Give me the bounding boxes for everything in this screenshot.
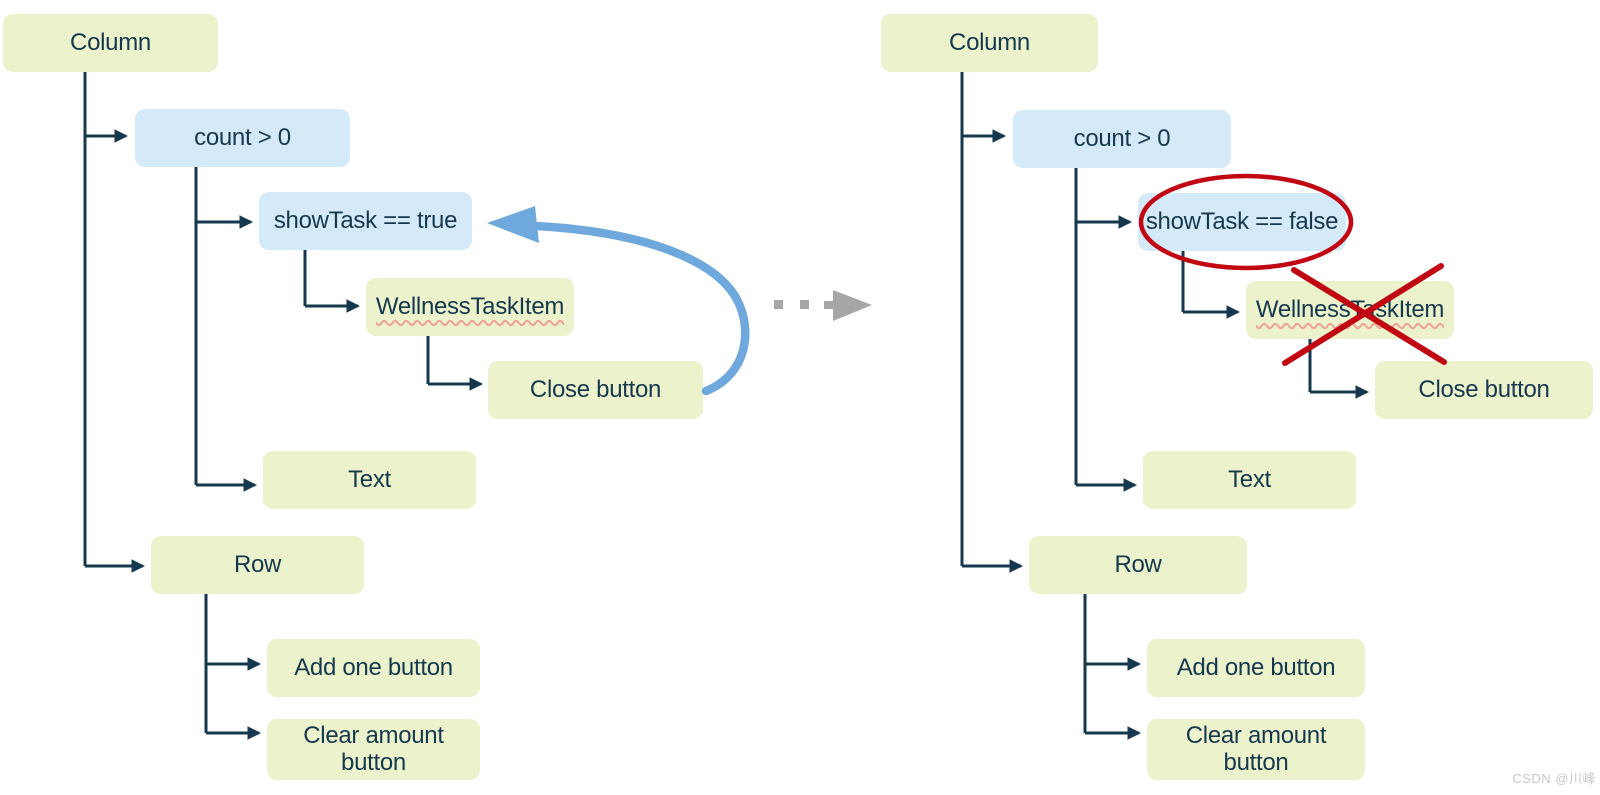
node-add-one-button-left: Add one button (267, 639, 480, 697)
node-label: Close button (529, 375, 662, 403)
node-label: Clear amount button (1185, 721, 1327, 776)
node-close-button-right: Close button (1375, 361, 1593, 419)
node-label: Add one button (294, 653, 453, 681)
node-showtask-condition-right: showTask == false (1138, 193, 1346, 251)
transition-arrow-icon (774, 290, 872, 321)
tree-connector-trunks-left (83, 72, 430, 733)
tree-connector-trunks-right (960, 72, 1312, 733)
node-text-right: Text (1143, 451, 1356, 509)
node-label: Column (949, 28, 1030, 56)
node-row-left: Row (151, 536, 364, 594)
node-text-left: Text (263, 451, 476, 509)
node-wellness-task-item-right: WellnessTaskItem (1246, 281, 1454, 339)
node-row-right: Row (1029, 536, 1247, 594)
node-column-left: Column (3, 14, 218, 72)
node-clear-amount-button-left: Clear amount button (267, 719, 480, 780)
node-showtask-condition-left: showTask == true (259, 192, 472, 250)
node-label: Add one button (1176, 653, 1336, 681)
node-label: Row (233, 550, 282, 578)
node-label: showTask == false (1145, 207, 1339, 235)
node-label: Clear amount button (303, 721, 444, 776)
node-label: Close button (1418, 375, 1550, 403)
node-clear-amount-button-right: Clear amount button (1147, 719, 1365, 780)
node-label: count > 0 (194, 123, 291, 151)
node-label: WellnessTaskItem (1255, 295, 1445, 323)
node-label: Column (70, 28, 151, 56)
node-close-button-left: Close button (488, 361, 703, 419)
watermark-text: CSDN @川峰 (1512, 771, 1596, 786)
node-label: count > 0 (1073, 124, 1171, 152)
node-label: Text (1228, 465, 1271, 493)
node-wellness-task-item-left: WellnessTaskItem (366, 278, 574, 336)
node-count-condition-left: count > 0 (135, 109, 350, 167)
node-label: Row (1114, 550, 1162, 578)
node-column-right: Column (881, 14, 1098, 72)
node-label: showTask == true (273, 206, 458, 234)
node-add-one-button-right: Add one button (1147, 639, 1365, 697)
node-label: Text (348, 465, 391, 493)
node-count-condition-right: count > 0 (1013, 110, 1231, 168)
node-label: WellnessTaskItem (375, 292, 565, 320)
